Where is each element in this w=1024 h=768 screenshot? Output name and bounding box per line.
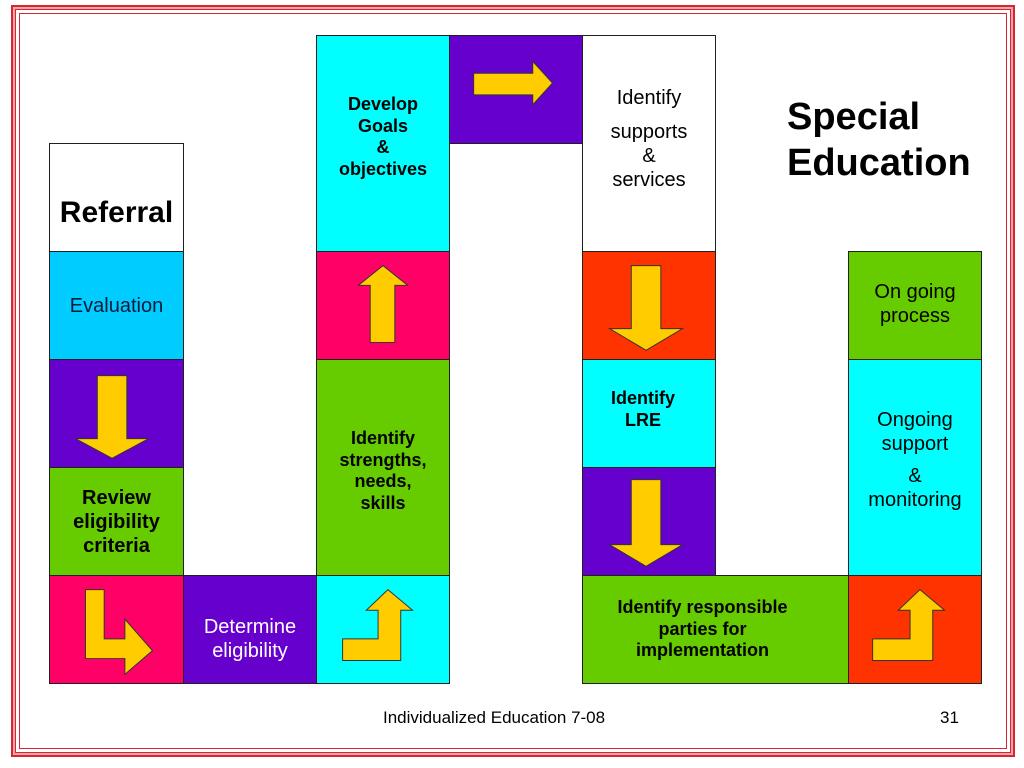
step-ongoing-support-text: Ongoing support & monitoring — [868, 408, 961, 512]
ongoing-support-line-4: monitoring — [868, 489, 962, 511]
step-referral: Referral — [49, 143, 184, 252]
slide-footer: Individualized Education 7-08 — [383, 708, 606, 727]
lre-line-1: Identify — [610, 388, 675, 408]
step-responsible-text: Identify responsible parties for impleme… — [617, 597, 787, 662]
arrow-cell-right-1 — [449, 35, 583, 144]
arrow-elbow-right-icon — [84, 589, 154, 676]
supports-line-2: supports — [610, 121, 688, 143]
arrow-cell-down-1 — [49, 359, 184, 468]
responsible-line-2: parties for — [658, 618, 747, 639]
strengths-line-1: Identify — [350, 428, 415, 448]
ongoing-support-line-2: support — [881, 433, 949, 455]
step-lre-text: Identify LRE — [611, 388, 675, 431]
goals-line-4: objectives — [338, 158, 428, 179]
arrow-up-icon — [356, 264, 410, 343]
ongoing-process-line-2: process — [879, 305, 950, 327]
step-identify-lre: Identify LRE — [582, 359, 716, 468]
step-identify-responsible: Identify responsible parties for impleme… — [582, 575, 849, 684]
step-ongoing-process: On going process — [848, 251, 982, 360]
step-supports-text: Identify supports & services — [611, 86, 688, 192]
step-identify-strengths: Identify strengths, needs, skills — [316, 359, 450, 576]
slide-title: Special Education — [787, 94, 1024, 186]
slide-border-inner — [19, 13, 1007, 749]
goals-line-2: Goals — [357, 115, 408, 136]
strengths-line-3: needs, — [354, 471, 412, 492]
review-line-2: eligibility — [73, 510, 160, 533]
ongoing-process-line-1: On going — [874, 281, 956, 303]
responsible-line-1: Identify responsible — [617, 597, 788, 618]
arrow-down-icon — [75, 375, 149, 459]
step-ongoing-process-text: On going process — [874, 280, 955, 328]
arrow-cell-elbow-right-1 — [49, 575, 184, 684]
step-identify-supports: Identify supports & services — [582, 35, 716, 252]
slide-border-gap — [13, 7, 1013, 755]
step-referral-label: Referral — [59, 196, 174, 229]
arrow-cell-down-2 — [582, 251, 716, 360]
review-line-1: Review — [82, 486, 151, 509]
arrow-down-icon — [607, 479, 685, 567]
step-review-text: Review eligibility criteria — [73, 486, 160, 558]
arrow-right-icon — [473, 60, 554, 107]
arrow-down-icon — [607, 265, 685, 351]
arrow-cell-up-1 — [316, 251, 450, 360]
step-evaluation: Evaluation — [49, 251, 184, 360]
step-evaluation-label: Evaluation — [69, 294, 164, 317]
review-line-3: criteria — [83, 534, 150, 557]
step-determine-text: Determine eligibility — [204, 615, 296, 663]
determine-line-1: Determine — [203, 615, 297, 638]
supports-line-3: & — [642, 145, 656, 167]
arrow-cell-down-3 — [582, 467, 716, 576]
responsible-line-3: implementation — [635, 640, 769, 661]
arrow-cell-elbow-up-1 — [316, 575, 450, 684]
supports-line-1: Identify — [616, 87, 682, 109]
step-develop-goals: Develop Goals & objectives — [316, 35, 450, 252]
step-review-eligibility: Review eligibility criteria — [49, 467, 184, 576]
ongoing-support-line-3: & — [908, 465, 922, 487]
step-strengths-text: Identify strengths, needs, skills — [339, 428, 426, 514]
step-determine-eligibility: Determine eligibility — [183, 575, 317, 684]
ongoing-support-line-1: Ongoing — [877, 409, 953, 431]
supports-line-4: services — [612, 169, 686, 191]
arrow-elbow-up-icon — [872, 588, 946, 662]
lre-line-2: LRE — [624, 409, 661, 430]
arrow-cell-elbow-up-2 — [848, 575, 982, 684]
step-ongoing-support: Ongoing support & monitoring — [848, 359, 982, 576]
arrow-elbow-up-icon — [342, 588, 414, 662]
strengths-line-2: strengths, — [339, 449, 427, 470]
step-goals-text: Develop Goals & objectives — [339, 94, 427, 180]
title-line-1: Special — [787, 96, 921, 138]
determine-line-2: eligibility — [212, 639, 288, 662]
strengths-line-4: skills — [360, 492, 406, 513]
goals-line-3: & — [376, 137, 390, 158]
title-line-2: Education — [787, 142, 971, 184]
slide-page-number: 31 — [940, 708, 959, 727]
goals-line-1: Develop — [347, 94, 418, 114]
